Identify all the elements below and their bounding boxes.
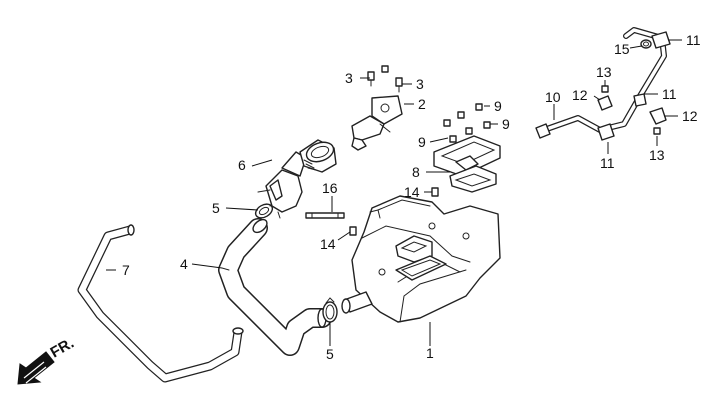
callout-12-b: 12: [682, 108, 698, 124]
bolt-13-a: [601, 85, 609, 93]
callout-4: 4: [180, 256, 188, 272]
clip-12-b: [649, 107, 667, 125]
callout-10: 10: [545, 89, 561, 105]
callout-5-a: 5: [212, 200, 220, 216]
clamp-5-lower: [322, 297, 338, 323]
hose-4: [218, 218, 332, 356]
callout-16: 16: [322, 180, 338, 196]
front-direction-label: FR.: [48, 335, 77, 362]
leader-15: [629, 45, 643, 49]
callout-11-c: 11: [600, 155, 615, 171]
callout-11-b: 11: [662, 86, 677, 102]
callout-12-a: 12: [572, 87, 588, 103]
callout-14-a: 14: [404, 184, 420, 200]
leader-lines: [106, 39, 682, 346]
leader-14b: [337, 231, 351, 241]
callout-5-b: 5: [326, 346, 334, 362]
callout-9-b: 9: [502, 116, 510, 132]
callout-13-a: 13: [596, 64, 612, 80]
callout-8: 8: [412, 164, 420, 180]
callout-14-b: 14: [320, 236, 336, 252]
clip-12-a: [597, 95, 613, 111]
cover-plate-8: [433, 135, 501, 193]
callout-11-a: 11: [686, 32, 701, 48]
callout-3-a: 3: [345, 70, 353, 86]
bolt-3-a: [367, 71, 375, 87]
leader-6: [251, 159, 273, 167]
callout-7: 7: [122, 262, 130, 278]
leader-4: [191, 263, 223, 269]
leader-12a: [593, 95, 601, 101]
hose-7: [77, 224, 244, 383]
bolt-3-b: [395, 77, 403, 93]
leader-9c: [429, 137, 449, 143]
callout-15: 15: [614, 41, 630, 57]
callout-1: 1: [426, 345, 434, 361]
callout-6: 6: [238, 157, 246, 173]
callout-9-c: 9: [418, 134, 426, 150]
pipe-assembly-10: [535, 27, 671, 141]
rod-16: [305, 212, 345, 219]
leader-5a: [225, 207, 259, 211]
bolt-14-a: [431, 187, 439, 197]
thermostat-housing-6: [257, 139, 337, 219]
coolant-tank-1: [341, 195, 501, 323]
callout-2: 2: [418, 96, 426, 112]
callout-labels: 1 2 3 3 4 5 5 6 7 8 9 9 9 10 11 11 11 12…: [122, 32, 701, 362]
front-direction-arrow-icon: [17, 351, 55, 385]
callout-9-a: 9: [494, 98, 502, 114]
bolt-13-b: [653, 127, 661, 135]
bolt-3-c: [381, 65, 389, 73]
clamp-15: [640, 39, 652, 49]
bracket-2: [351, 95, 403, 151]
bolt-9-group: [443, 103, 491, 143]
bolt-14-b: [349, 226, 357, 236]
callout-13-b: 13: [649, 147, 665, 163]
callout-3-b: 3: [416, 76, 424, 92]
